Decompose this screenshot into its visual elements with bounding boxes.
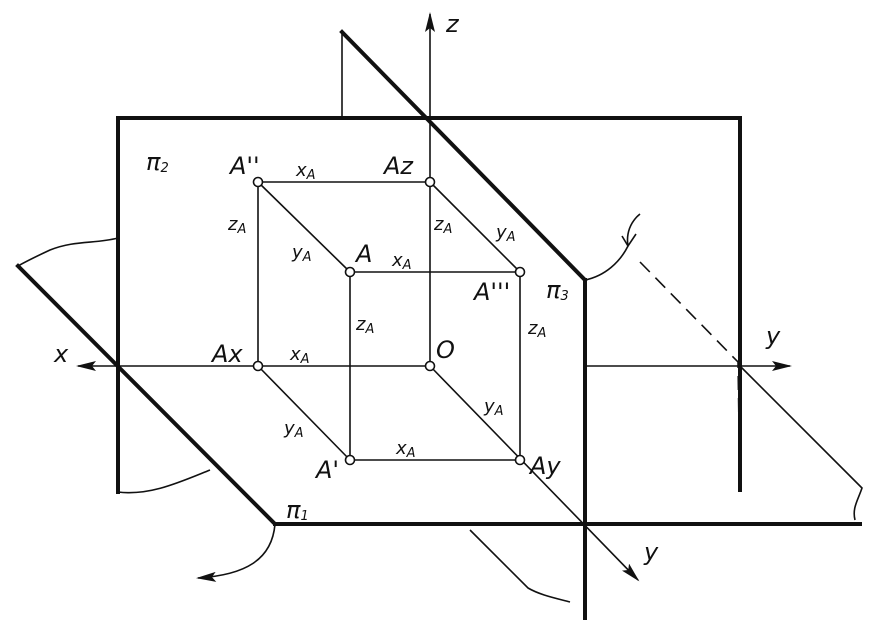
label-xA-top: xA [295, 160, 316, 183]
label-yA-bottom-right: yA [483, 396, 504, 419]
rotation-arrow-pi3-head [621, 233, 637, 248]
point-Ay-marker [514, 454, 526, 466]
label-plane-pi2: π2 [146, 148, 169, 176]
edge-A2-A [257, 181, 351, 273]
label-axis-y-right: y [765, 322, 781, 350]
point-O-marker [424, 360, 436, 372]
label-plane-pi1: π1 [286, 496, 309, 524]
label-yA-top-right: yA [495, 222, 516, 245]
label-point-A: A [354, 240, 372, 268]
point-A1-marker [344, 454, 356, 466]
plane-pi3-bottom-edge [469, 529, 571, 603]
label-point-A1: A' [314, 456, 339, 484]
label-axis-y-down: y [643, 538, 659, 566]
label-point-Ax: Ax [210, 340, 243, 368]
point-A-marker [344, 266, 356, 278]
label-origin: O [436, 336, 455, 364]
point-Az-marker [424, 176, 436, 188]
point-A3-marker [514, 266, 526, 278]
plane-pi1-right-edge [739, 365, 863, 521]
label-point-Az: Az [382, 152, 414, 180]
plane-pi3-wavy-edge [584, 245, 629, 281]
plane-pi2-outline [116, 116, 742, 494]
label-plane-pi3: π3 [546, 276, 569, 304]
label-point-A3: A''' [472, 278, 510, 306]
dashed-line-pi3 [639, 261, 741, 493]
label-xA-bottom: xA [395, 438, 416, 461]
label-zA-center-top: zA [433, 214, 452, 237]
label-axis-x: x [53, 340, 69, 368]
plane-pi1-left-edge [15, 263, 278, 527]
label-yA-left: yA [291, 242, 312, 265]
edge-Ax-A1 [257, 365, 351, 461]
label-zA-center: zA [355, 314, 374, 337]
label-zA-right: zA [527, 318, 546, 341]
label-yA-bottom-left: yA [283, 418, 304, 441]
rotation-arrow-pi3 [626, 213, 641, 247]
label-zA-left: zA [227, 214, 246, 237]
label-axis-z: z [445, 10, 460, 38]
rotation-arrow-pi1 [196, 523, 276, 582]
label-xA-axis: xA [289, 344, 310, 367]
label-point-A2: A'' [228, 152, 260, 180]
point-A2-marker [252, 176, 264, 188]
plane-pi3-top-edge [339, 29, 588, 283]
edge-Az-A3 [429, 181, 521, 273]
axis-y-down [429, 365, 640, 582]
plane-pi2-wavy-edge [17, 237, 119, 267]
plane-pi1-corner-wavy [117, 469, 211, 494]
label-point-Ay: Ay [528, 452, 561, 480]
point-Ax-marker [252, 360, 264, 372]
label-xA-middle: xA [391, 250, 412, 273]
